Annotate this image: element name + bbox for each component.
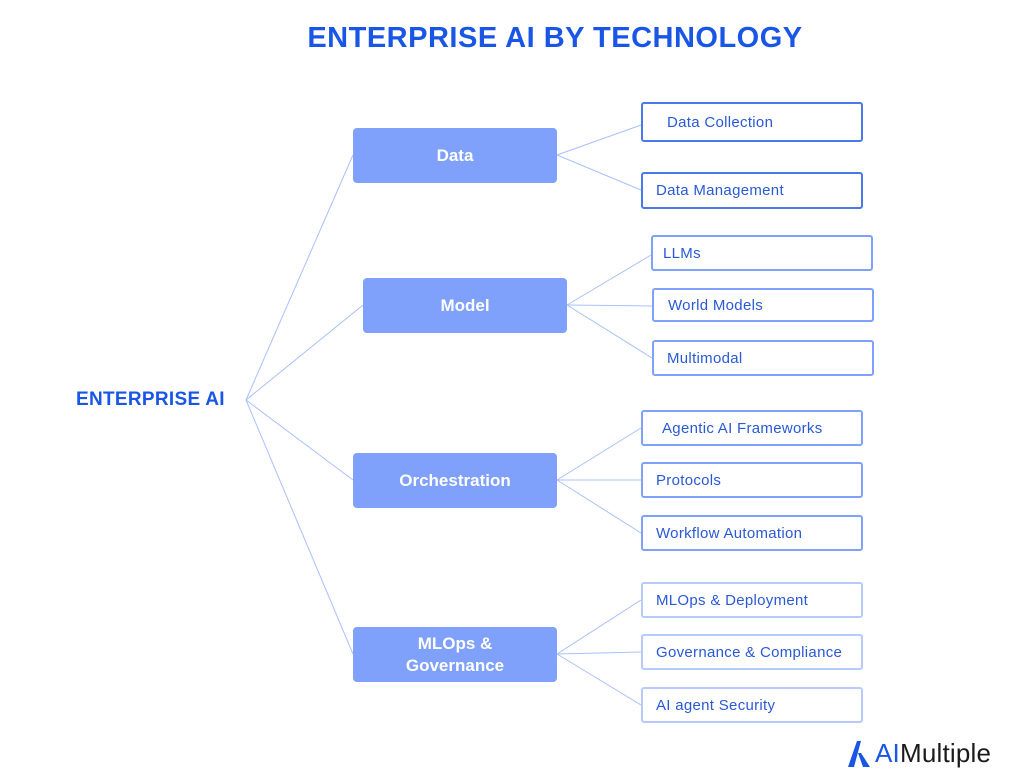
connector-root-orchestration (245, 399, 354, 481)
leaf-agentic-ai-frameworks: Agentic AI Frameworks (641, 410, 863, 446)
leaf-data-management: Data Management (641, 172, 863, 209)
connector-mlops-deployment (556, 599, 642, 655)
leaf-protocols: Protocols (641, 462, 863, 498)
aimultiple-logo-icon (848, 740, 870, 767)
leaf-data-collection: Data Collection (641, 102, 863, 142)
connector-llms (566, 254, 652, 306)
connector-root-data (245, 154, 354, 401)
category-data: Data (353, 128, 557, 183)
connector-agentic-ai (556, 427, 642, 481)
category-mlops-governance: MLOps & Governance (353, 627, 557, 682)
leaf-mlops-deployment: MLOps & Deployment (641, 582, 863, 618)
logo-text-ai: AI (875, 738, 900, 768)
connector-world-models (566, 304, 653, 307)
connector-multimodal (566, 304, 653, 359)
leaf-world-models: World Models (652, 288, 874, 322)
connector-root-mlops (245, 399, 354, 655)
leaf-ai-agent-security: AI agent Security (641, 687, 863, 723)
connector-data-management (556, 154, 642, 191)
page-title: ENTERPRISE AI BY TECHNOLOGY (307, 22, 803, 54)
leaf-llms: LLMs (651, 235, 873, 271)
connector-governance (556, 651, 642, 655)
connector-data-collection (556, 124, 642, 156)
brand-logo: AIMultiple (848, 738, 991, 769)
connector-workflow (556, 479, 642, 534)
leaf-multimodal: Multimodal (652, 340, 874, 376)
category-model: Model (363, 278, 567, 333)
root-node: ENTERPRISE AI (76, 389, 225, 410)
connector-root-model (245, 304, 364, 401)
connector-security (556, 653, 642, 706)
leaf-workflow-automation: Workflow Automation (641, 515, 863, 551)
category-orchestration: Orchestration (353, 453, 557, 508)
leaf-governance-compliance: Governance & Compliance (641, 634, 863, 670)
logo-text-multiple: Multiple (899, 738, 992, 768)
